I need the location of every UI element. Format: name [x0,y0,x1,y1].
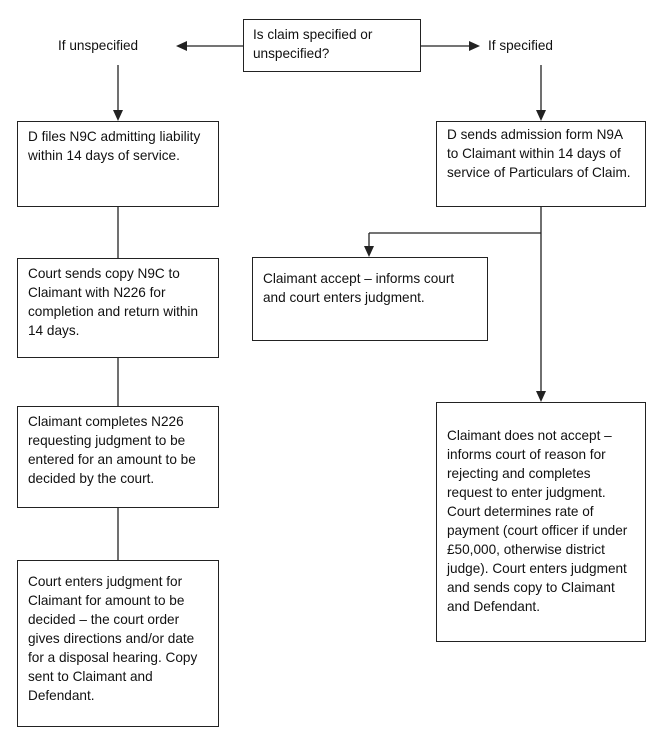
question-box: Is claim specified or unspecified? [243,19,421,72]
label-if-specified: If specified [488,38,553,53]
box-judgment-entered: Court enters judgment for Claimant for a… [17,560,219,727]
box-claimant-not-accept: Claimant does not accept – informs court… [436,402,646,642]
arrowhead-down-accept [364,246,374,257]
arrowhead-right [469,41,480,51]
arrowhead-down-not-accept [536,391,546,402]
box-n9a-sent: D sends admission form N9A to Claimant w… [436,121,646,207]
box-copy-sent: Court sends copy N9C to Claimant with N2… [17,258,219,358]
label-if-unspecified: If unspecified [58,38,139,53]
box-claimant-accept: Claimant accept – informs court and cour… [252,257,488,341]
box-n226-completed: Claimant completes N226 requesting judgm… [17,406,219,508]
arrowhead-left [176,41,187,51]
question-line-1: Is claim specified or [253,27,373,42]
arrowhead-down-n9a [536,110,546,121]
box-n9c-filed: D files N9C admitting liability within 1… [17,121,219,207]
arrowhead-down-n9c [113,110,123,121]
question-line-2: unspecified? [253,46,330,61]
